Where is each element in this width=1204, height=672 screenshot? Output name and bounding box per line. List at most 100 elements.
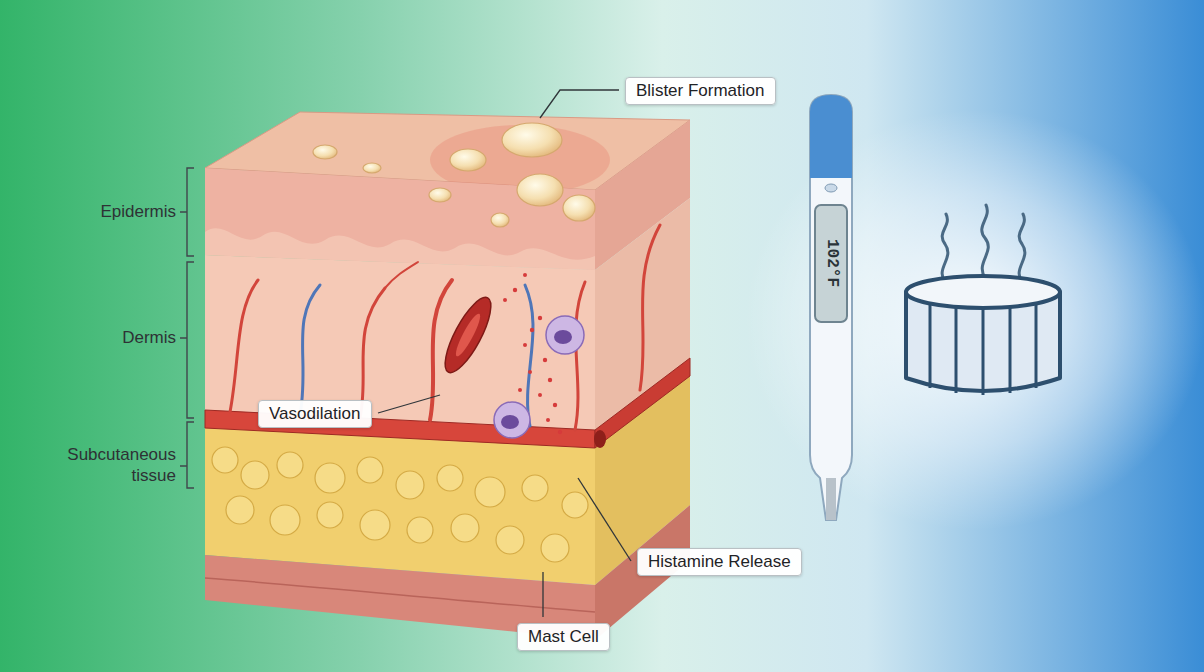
callout-box: Histamine Release <box>637 548 802 576</box>
bracket <box>180 422 194 488</box>
blister <box>450 149 486 171</box>
histamine-granules <box>503 273 562 434</box>
thermometer-cap <box>810 95 852 178</box>
leader-line <box>542 572 543 617</box>
dilated-vessel-lumen <box>452 311 483 358</box>
fat-cell <box>226 496 254 524</box>
callout-text: Histamine Release <box>648 552 791 572</box>
rib <box>1035 305 1038 388</box>
steam <box>942 214 948 282</box>
fat-cell <box>396 471 424 499</box>
heating-pad <box>906 205 1060 395</box>
mast-cell <box>546 316 584 354</box>
blister <box>363 163 381 173</box>
dermis-layer <box>205 255 595 432</box>
blister <box>429 188 451 202</box>
rib <box>982 309 985 395</box>
bracket <box>180 262 194 418</box>
granule <box>543 358 547 362</box>
fat-cell <box>437 465 463 491</box>
granule <box>528 370 532 374</box>
fat-cell <box>360 510 390 540</box>
fat-cell <box>407 517 433 543</box>
granule <box>530 328 534 332</box>
fat-cell <box>270 505 300 535</box>
mast-cells <box>494 316 584 438</box>
blister <box>313 145 337 159</box>
pad-ribs <box>930 305 1036 395</box>
fat-cell <box>357 457 383 483</box>
blister <box>563 195 595 221</box>
thermometer-body <box>810 95 852 520</box>
granule <box>523 273 527 277</box>
blister <box>491 213 509 227</box>
granule <box>553 403 557 407</box>
pad-top <box>906 276 1060 308</box>
leader-lines <box>378 90 631 617</box>
granule <box>538 393 542 397</box>
layer-label: Dermis <box>122 327 176 348</box>
fat-cell <box>315 463 345 493</box>
callout-text: Vasodilation <box>269 404 360 424</box>
artery <box>640 225 660 390</box>
layer-label: Subcutaneous tissue <box>48 444 176 486</box>
vessels <box>230 225 660 430</box>
callout-text: Mast Cell <box>528 627 599 647</box>
vessel-opening <box>594 430 606 448</box>
fat-cell <box>241 461 269 489</box>
vein <box>300 285 320 415</box>
rib <box>955 308 958 393</box>
artery <box>230 280 258 412</box>
artery <box>575 282 585 430</box>
callout-box: Mast Cell <box>517 623 610 651</box>
callout-box: Vasodilation <box>258 400 372 428</box>
button <box>825 184 837 192</box>
layer-brackets <box>180 168 194 488</box>
granule <box>538 316 542 320</box>
nucleus <box>554 330 572 344</box>
layer-label: Epidermis <box>100 201 176 222</box>
callout-box: Blister Formation <box>625 77 776 105</box>
fat-cell <box>475 477 505 507</box>
artery <box>360 288 385 418</box>
blister <box>517 174 563 206</box>
granule <box>558 430 562 434</box>
granule <box>523 343 527 347</box>
rib <box>1009 308 1012 393</box>
granule <box>503 298 507 302</box>
lcd-display <box>815 205 847 322</box>
fat-cell <box>451 514 479 542</box>
blisters <box>313 123 595 227</box>
leader-line <box>578 478 631 561</box>
muscle-fiber <box>205 578 595 612</box>
rib <box>929 305 932 388</box>
callout-text: Blister Formation <box>636 81 764 101</box>
fat-cell <box>541 534 569 562</box>
thermometer <box>810 95 852 520</box>
fat-cell <box>496 526 524 554</box>
fat-cell <box>317 502 343 528</box>
blister <box>502 123 562 157</box>
skin-block <box>205 112 690 640</box>
capillary <box>385 262 418 288</box>
vein <box>525 285 533 426</box>
fat-cell <box>562 492 588 518</box>
probe-tip <box>826 478 836 520</box>
epidermis-layer <box>205 168 595 270</box>
fat-cell <box>277 452 303 478</box>
temperature-reading: 102°F <box>821 239 842 287</box>
nucleus <box>501 415 519 429</box>
fat-cell <box>212 447 238 473</box>
leader-line <box>540 90 619 118</box>
fat-cells <box>212 447 588 562</box>
leader-line <box>378 395 440 413</box>
granule <box>513 288 517 292</box>
granule <box>518 388 522 392</box>
granule <box>546 418 550 422</box>
mast-cell <box>494 402 530 438</box>
granule <box>548 378 552 382</box>
